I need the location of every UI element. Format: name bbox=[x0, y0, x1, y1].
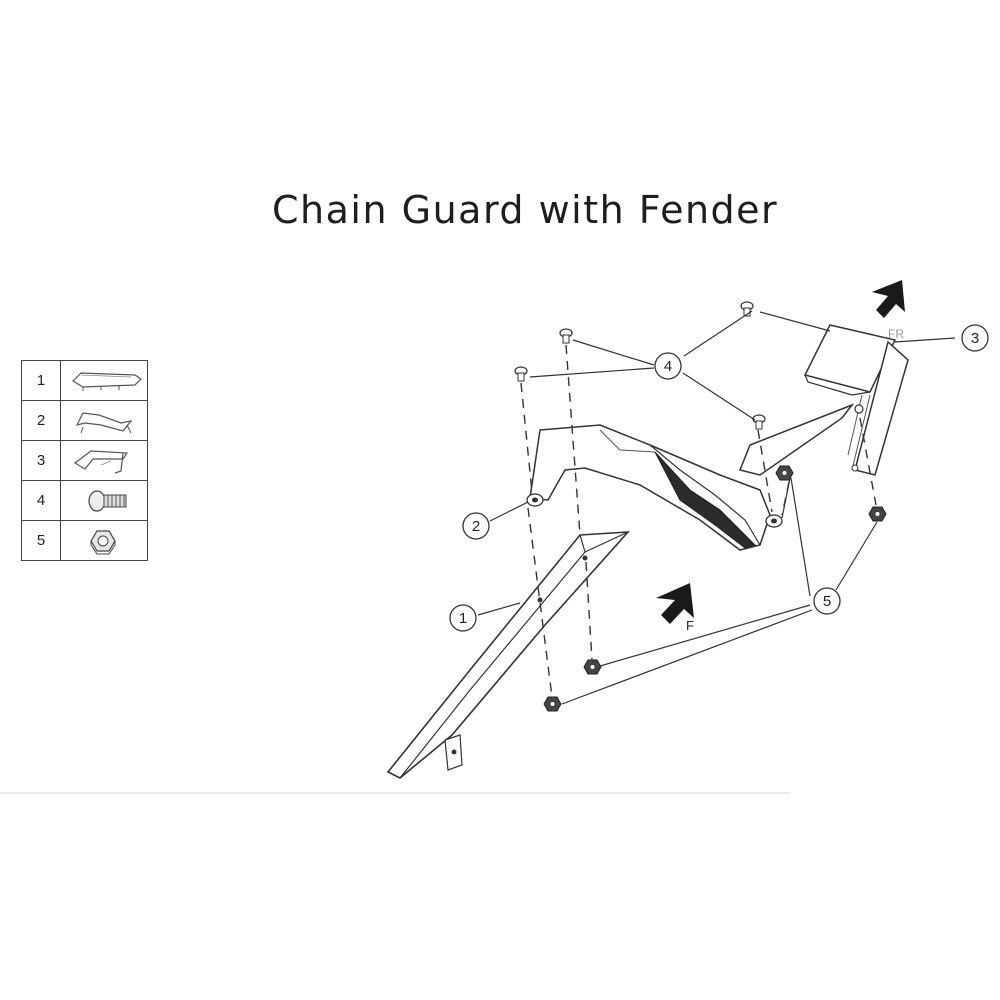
chain-guard-part-1 bbox=[386, 531, 630, 779]
callout-number: 5 bbox=[823, 593, 831, 610]
bolt-icon bbox=[752, 414, 766, 430]
chain-guard-part-icon bbox=[60, 360, 148, 401]
legend-number: 4 bbox=[21, 480, 61, 521]
alignment-lines bbox=[520, 344, 877, 698]
callout-number: 2 bbox=[472, 518, 480, 535]
leader-lines bbox=[477, 310, 956, 705]
callout-2: 2 bbox=[462, 512, 490, 540]
bolt-icon bbox=[740, 301, 754, 317]
fender-part-2 bbox=[526, 424, 783, 551]
nut-icon bbox=[775, 465, 794, 481]
callout-number: 4 bbox=[664, 358, 672, 375]
callout-1: 1 bbox=[449, 604, 477, 632]
bracket-part-3 bbox=[738, 324, 909, 476]
front-label: F bbox=[686, 618, 694, 633]
legend-row-1: 1 bbox=[21, 360, 148, 401]
page-title: Chain Guard with Fender bbox=[272, 188, 779, 232]
legend-number: 1 bbox=[21, 360, 61, 401]
legend-number: 5 bbox=[21, 520, 61, 561]
callout-3: 3 bbox=[961, 324, 989, 352]
callout-number: 3 bbox=[971, 330, 979, 347]
bolt-icon bbox=[514, 366, 528, 382]
front-right-label: FR bbox=[888, 327, 904, 341]
front-arrow-icon bbox=[656, 583, 694, 624]
nut-part-icon bbox=[60, 520, 148, 561]
nut-icon bbox=[868, 506, 887, 522]
bolt-icon bbox=[559, 328, 573, 344]
legend-row-5: 5 bbox=[21, 520, 148, 561]
parts-legend: 1 2 3 4 bbox=[21, 360, 148, 561]
callout-4: 4 bbox=[654, 352, 682, 380]
bracket-part-icon bbox=[60, 440, 148, 481]
nut-icon bbox=[583, 659, 602, 675]
front-right-arrow-icon bbox=[872, 280, 905, 318]
nut-icon bbox=[543, 696, 562, 712]
legend-row-3: 3 bbox=[21, 440, 148, 481]
callout-5: 5 bbox=[813, 587, 841, 615]
callout-number: 1 bbox=[459, 610, 467, 627]
